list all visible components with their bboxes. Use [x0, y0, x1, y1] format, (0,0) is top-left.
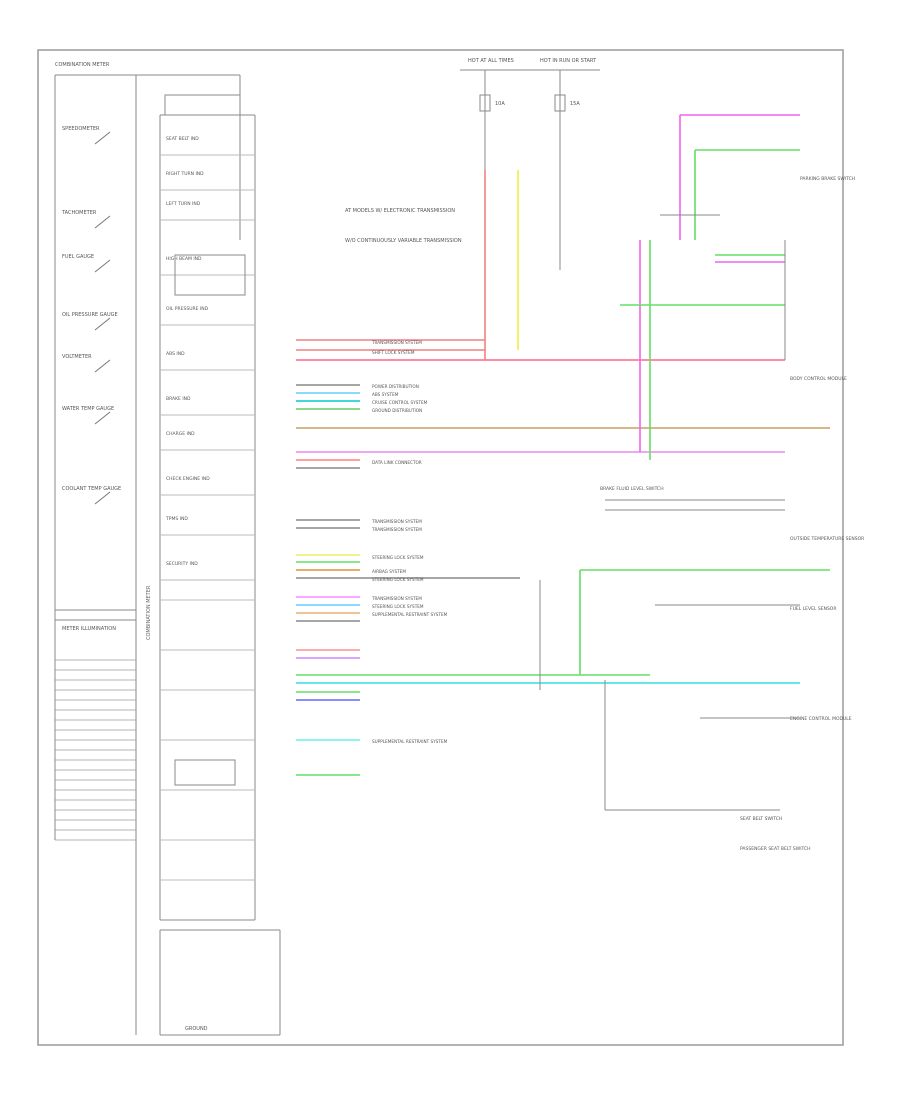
instrument-cluster — [54, 74, 281, 1036]
wire-label: GROUND DISTRIBUTION — [372, 408, 422, 413]
wire-label: TRANSMISSION SYSTEM — [371, 340, 422, 345]
wire-label: ABS SYSTEM — [372, 392, 399, 397]
switch-symbol — [94, 131, 111, 145]
warning-light-label: BRAKE IND — [166, 396, 191, 402]
gauge-label: SPEEDOMETER — [62, 126, 100, 132]
left-gauge-labels: SPEEDOMETER TACHOMETER FUEL GAUGE OIL PRESS… — [61, 126, 208, 1032]
warning-light-label: ABS IND — [166, 351, 185, 357]
wire-label: TRANSMISSION SYSTEM — [371, 596, 422, 601]
wire-label: TRANSMISSION SYSTEM — [371, 519, 422, 524]
top-left-label: COMBINATION METER — [55, 62, 110, 68]
ground-label: GROUND — [185, 1026, 208, 1032]
colored-wires — [296, 114, 830, 776]
wire-label: SUPPLEMENTAL RESTRAINT SYSTEM — [372, 612, 448, 617]
warning-light-label: SECURITY IND — [166, 561, 198, 567]
warning-light-label: HIGH BEAM IND — [166, 256, 202, 262]
component-label: FUEL LEVEL SENSOR — [790, 606, 836, 612]
warning-light-label: CHARGE IND — [166, 431, 195, 437]
switch-symbol — [94, 259, 111, 273]
wire-label: AIRBAG SYSTEM — [372, 569, 406, 574]
wire-label: SUPPLEMENTAL RESTRAINT SYSTEM — [372, 739, 448, 744]
component-label: PARKING BRAKE SWITCH — [800, 176, 855, 182]
gauge-label: WATER TEMP GAUGE — [62, 406, 114, 412]
fuse-area — [460, 69, 600, 360]
cluster-pin-ticks — [55, 659, 136, 841]
component-label: BODY CONTROL MODULE — [790, 376, 847, 382]
cluster-title: COMBINATION METER — [146, 585, 152, 640]
component-label: PASSENGER SEAT BELT SWITCH — [740, 846, 811, 852]
wire-label: SHIFT LOCK SYSTEM — [372, 350, 415, 355]
wire-label: STEERING LOCK SYSTEM — [372, 577, 424, 582]
warning-light-label: RIGHT TURN IND — [166, 171, 204, 177]
switch-symbol — [94, 317, 111, 331]
right-components: PARKING BRAKE SWITCH BODY CONTROL MODULE O… — [600, 176, 864, 852]
gauge-label: VOLTMETER — [62, 354, 92, 360]
meter-illumination-label: METER ILLUMINATION — [62, 626, 116, 632]
wire-labels: TRANSMISSION SYSTEM SHIFT LOCK SYSTEM POWE… — [371, 340, 448, 744]
switch-symbol — [94, 491, 111, 505]
fuse-2-amps: 15A — [570, 101, 580, 107]
switch-symbol — [94, 411, 111, 425]
switch-symbol — [94, 359, 111, 373]
wire-label: TRANSMISSION SYSTEM — [371, 527, 422, 532]
gauge-label: COOLANT TEMP GAUGE — [62, 486, 121, 492]
cluster-warning-light-boxes: SEAT BELT IND RIGHT TURN IND LEFT TURN IND… — [160, 136, 255, 881]
inner-box — [174, 254, 246, 296]
warning-light-label: TPMS IND — [165, 516, 188, 522]
center-note-1: AT MODELS W/ ELECTRONIC TRANSMISSION — [345, 208, 455, 214]
inner-box — [174, 759, 236, 786]
wire-label: CRUISE CONTROL SYSTEM — [372, 400, 428, 405]
wire-label: POWER DISTRIBUTION — [372, 384, 419, 389]
warning-light-label: SEAT BELT IND — [166, 136, 199, 142]
fuse-1-amps: 10A — [495, 101, 505, 107]
wire-label: STEERING LOCK SYSTEM — [372, 555, 424, 560]
component-label: BRAKE FLUID LEVEL SWITCH — [600, 486, 664, 492]
center-note-2: W/O CONTINUOUSLY VARIABLE TRANSMISSION — [345, 238, 462, 244]
component-label: ENGINE CONTROL MODULE — [790, 716, 852, 722]
right-structure — [539, 214, 800, 811]
component-label: OUTSIDE TEMPERATURE SENSOR — [790, 536, 864, 542]
warning-light-label: OIL PRESSURE IND — [166, 306, 209, 312]
warning-light-label: CHECK ENGINE IND — [166, 476, 210, 482]
switch-symbol — [94, 215, 111, 229]
gauge-label: TACHOMETER — [61, 210, 97, 216]
warning-light-label: LEFT TURN IND — [166, 201, 201, 207]
component-label: SEAT BELT SWITCH — [740, 816, 782, 822]
wire-label: STEERING LOCK SYSTEM — [372, 604, 424, 609]
center-notes: AT MODELS W/ ELECTRONIC TRANSMISSION W/O… — [345, 208, 462, 244]
gauge-label: FUEL GAUGE — [62, 254, 94, 260]
gauge-label: OIL PRESSURE GAUGE — [62, 312, 118, 318]
fuse-1-label: HOT AT ALL TIMES — [468, 58, 514, 64]
wire-label: DATA LINK CONNECTOR — [372, 460, 422, 465]
diagram-frame — [37, 49, 844, 1046]
fuse-2-label: HOT IN RUN OR START — [540, 58, 597, 64]
